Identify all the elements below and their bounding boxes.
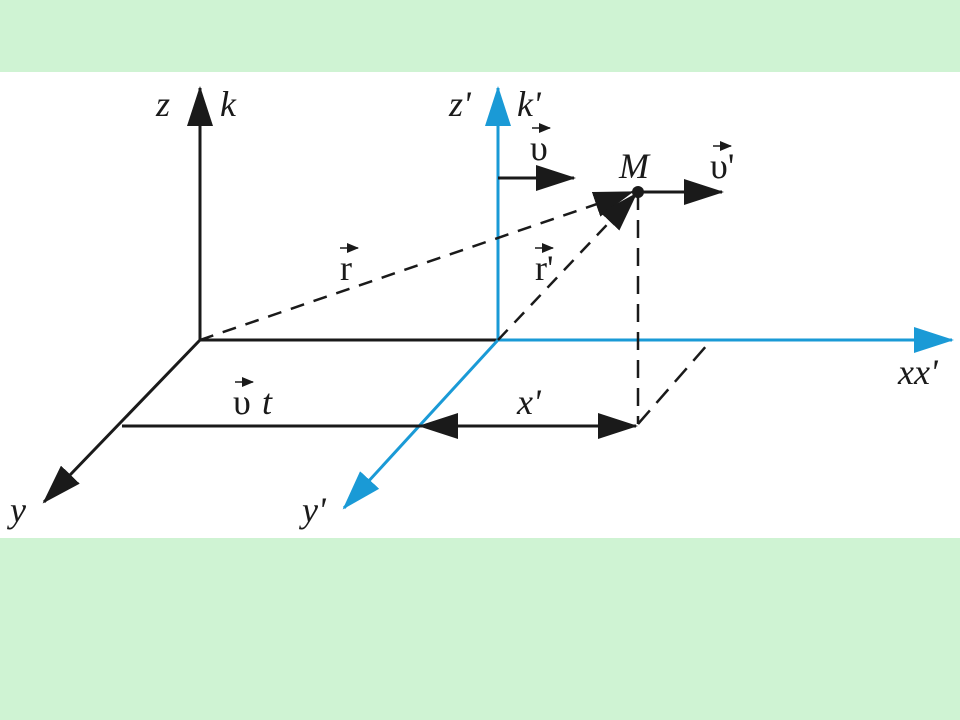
label-v-prime: υ' [710, 146, 734, 186]
diagram-panel [0, 72, 960, 538]
point-M [632, 186, 644, 198]
label-k-prime: k' [517, 84, 542, 124]
label-y-prime: y' [299, 490, 327, 530]
label-v: υ [530, 128, 548, 168]
projection-diagonal [637, 343, 709, 425]
label-k: k [220, 84, 237, 124]
label-vt-t: t [262, 382, 273, 422]
label-r: r [340, 248, 352, 288]
r-prime-vector [497, 192, 638, 341]
y-axis [42, 338, 202, 504]
label-xx-prime: xx' [897, 352, 939, 392]
label-y: y [7, 490, 26, 530]
label-r-prime: r' [535, 248, 553, 288]
label-x-prime: x' [516, 382, 542, 422]
r-vector [199, 190, 634, 342]
label-z: z [155, 84, 170, 124]
label-M: M [618, 146, 651, 186]
label-z-prime: z' [448, 84, 472, 124]
y-prime-axis [342, 338, 500, 510]
label-vt-v: υ [233, 382, 251, 422]
